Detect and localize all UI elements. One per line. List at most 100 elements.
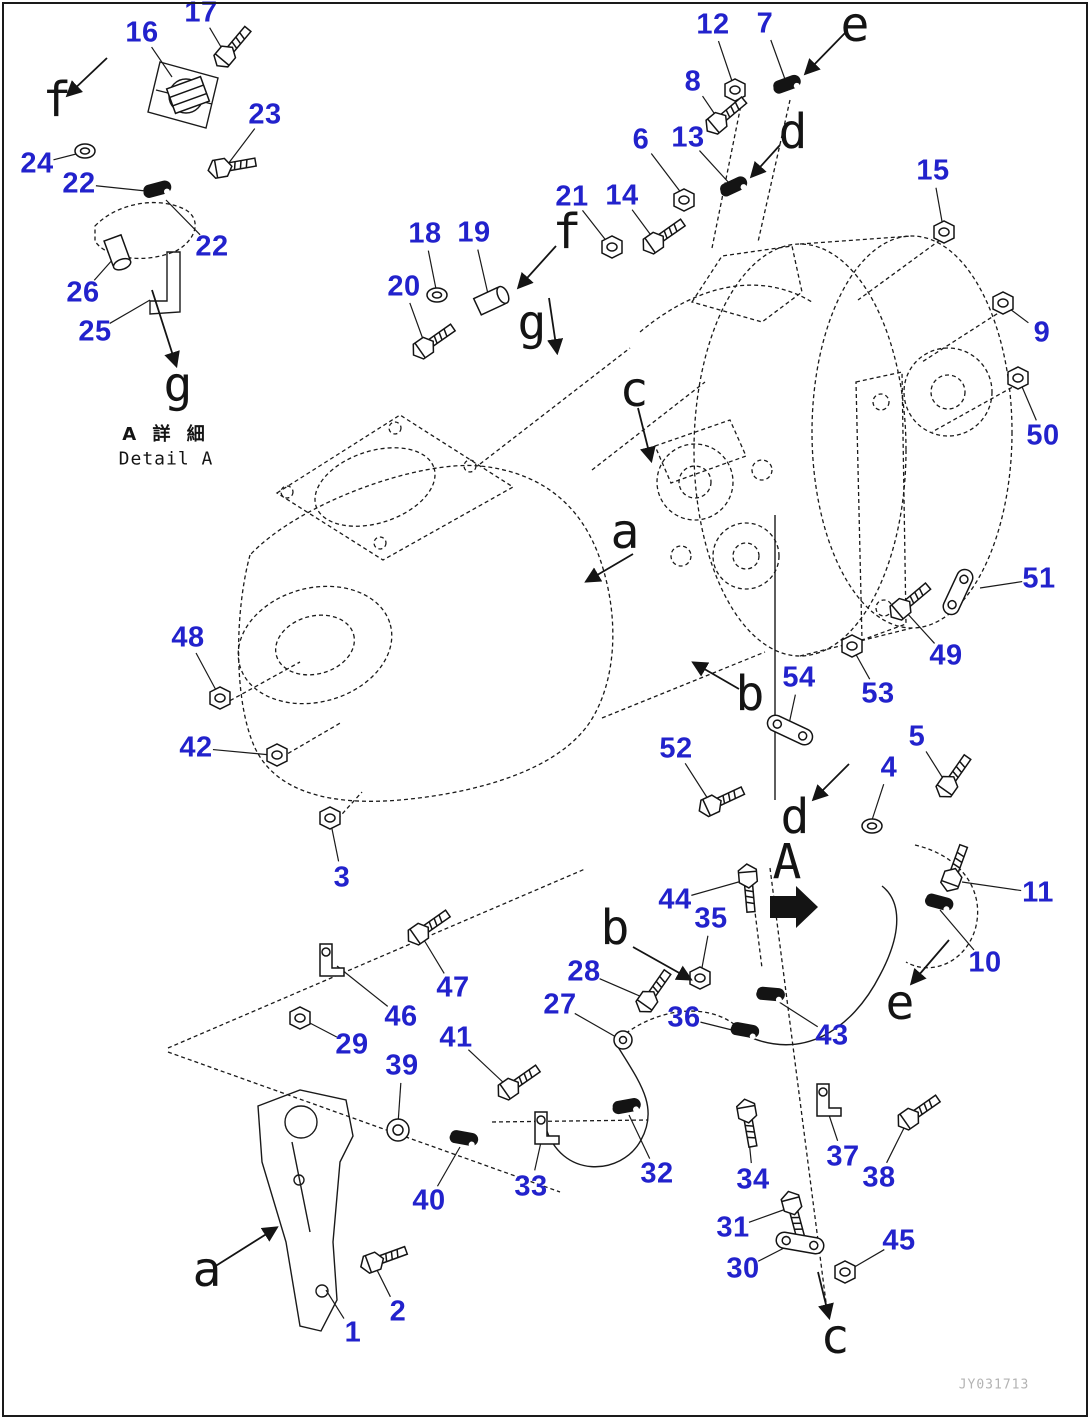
callout-12: 12 — [696, 8, 730, 41]
leader-line — [151, 46, 173, 78]
leader-line — [650, 153, 683, 195]
view-arrow-a — [584, 553, 634, 583]
view-letter-g: g — [517, 295, 547, 351]
view-arrow-c — [817, 1271, 834, 1321]
view-arrow-a — [213, 1226, 279, 1268]
leader-line — [93, 257, 115, 281]
view-letter-g: g — [163, 357, 193, 413]
leader-line — [599, 978, 643, 998]
callout-18: 18 — [408, 217, 442, 250]
callout-28: 28 — [567, 955, 601, 988]
callout-23: 23 — [248, 98, 282, 131]
leader-line — [109, 299, 151, 324]
callout-13: 13 — [671, 121, 705, 154]
leader-line — [336, 965, 389, 1007]
leader-line — [574, 1012, 617, 1038]
leader-line — [477, 249, 489, 295]
leader-line — [95, 185, 147, 192]
view-arrow-g — [547, 297, 564, 356]
callout-8: 8 — [684, 65, 702, 98]
callout-7: 7 — [756, 7, 774, 40]
detail-a-caption-jp: A 詳 細 — [122, 424, 210, 445]
callout-51: 51 — [1022, 562, 1056, 595]
callout-46: 46 — [384, 1000, 418, 1033]
view-letter-d: d — [778, 104, 808, 160]
leader-line — [905, 611, 936, 644]
callout-5: 5 — [908, 720, 926, 753]
view-letter-a: a — [610, 504, 640, 560]
callout-1: 1 — [344, 1316, 362, 1349]
callout-50: 50 — [1026, 419, 1060, 452]
view-arrow-e — [803, 32, 846, 76]
callout-38: 38 — [862, 1161, 896, 1194]
callout-11: 11 — [1022, 876, 1054, 909]
callout-19: 19 — [457, 216, 491, 249]
callout-41: 41 — [439, 1021, 473, 1054]
callout-22: 22 — [195, 230, 229, 263]
view-letter-e: e — [885, 975, 915, 1031]
view-arrow-d — [811, 763, 850, 802]
leader-line — [979, 580, 1023, 589]
callout-25: 25 — [78, 315, 112, 348]
view-arrow-f — [65, 57, 108, 98]
callout-39: 39 — [385, 1049, 419, 1082]
leader-line — [775, 999, 819, 1028]
leader-line — [305, 1020, 338, 1038]
view-letter-f: f — [552, 204, 582, 260]
leader-line — [850, 1249, 885, 1270]
leader-line — [212, 748, 272, 756]
callout-24: 24 — [20, 147, 54, 180]
view-arrow-d — [749, 144, 781, 179]
callout-26: 26 — [66, 276, 100, 309]
callout-29: 29 — [335, 1028, 369, 1061]
view-letter-c: c — [619, 362, 649, 418]
view-letter-b: b — [600, 900, 630, 956]
callout-3: 3 — [333, 861, 351, 894]
leader-line — [691, 880, 743, 896]
callout-10: 10 — [968, 946, 1002, 979]
leader-line — [717, 40, 734, 85]
callout-17: 17 — [184, 0, 218, 29]
callout-43: 43 — [815, 1019, 849, 1052]
leader-line — [925, 751, 945, 781]
callout-53: 53 — [861, 677, 895, 710]
leader-line — [423, 939, 445, 974]
callout-42: 42 — [179, 731, 213, 764]
callout-32: 32 — [640, 1157, 674, 1190]
leader-line — [961, 881, 1022, 892]
callout-14: 14 — [605, 179, 639, 212]
callout-49: 49 — [929, 639, 963, 672]
leader-line — [409, 302, 425, 343]
view-arrow-b — [632, 946, 693, 981]
leader-line — [886, 1123, 907, 1164]
callout-34: 34 — [736, 1163, 770, 1196]
leader-line — [397, 1082, 402, 1125]
leader-line — [427, 250, 437, 290]
callout-37: 37 — [826, 1140, 860, 1173]
leader-line — [227, 128, 256, 165]
callout-16: 16 — [125, 16, 159, 49]
view-arrow-f — [516, 245, 557, 290]
leader-line — [165, 199, 201, 236]
callout-35: 35 — [694, 902, 728, 935]
callout-48: 48 — [171, 621, 205, 654]
leader-line — [467, 1049, 507, 1086]
leader-line — [330, 823, 340, 862]
view-letter-b: b — [735, 666, 765, 722]
callout-36: 36 — [667, 1001, 701, 1034]
leader-line — [871, 783, 885, 821]
leader-line — [770, 39, 787, 83]
leader-line — [853, 650, 871, 680]
leader-line — [582, 210, 609, 244]
callout-21: 21 — [555, 180, 589, 213]
callout-4: 4 — [880, 751, 898, 784]
callout-54: 54 — [782, 661, 816, 694]
callout-9: 9 — [1033, 316, 1051, 349]
view-letter-f: f — [42, 72, 72, 128]
callout-47: 47 — [436, 971, 470, 1004]
callout-31: 31 — [716, 1211, 750, 1244]
callout-30: 30 — [726, 1252, 760, 1285]
leader-line — [436, 1146, 461, 1187]
drawing-number-watermark: JY031713 — [958, 1377, 1030, 1393]
